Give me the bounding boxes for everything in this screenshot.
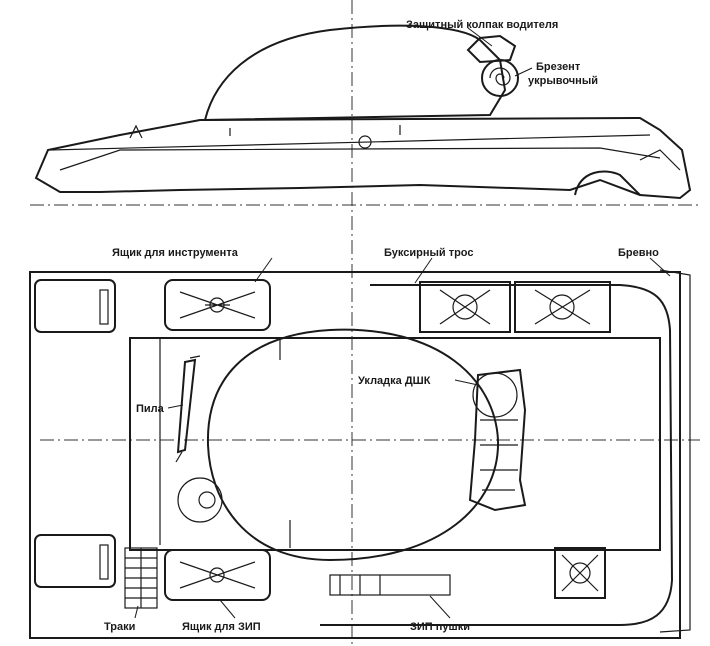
label-gun-spares: ЗИП пушки bbox=[410, 621, 470, 633]
tool-box bbox=[164, 279, 271, 331]
pad-stripe-2 bbox=[99, 544, 109, 580]
dshk-stowage bbox=[468, 368, 527, 512]
label-tow-cable: Буксирный трос bbox=[384, 247, 474, 259]
spares-box-cross bbox=[179, 561, 256, 589]
fan-circle bbox=[177, 477, 223, 523]
spares-box-hub bbox=[209, 567, 225, 583]
side-small-details bbox=[129, 124, 401, 139]
top-inner-hull bbox=[129, 337, 661, 551]
tarp-roll-spiral bbox=[489, 67, 511, 86]
side-deck-line bbox=[49, 134, 651, 151]
side-hull-outline bbox=[34, 116, 692, 200]
top-view bbox=[29, 269, 700, 639]
label-dshk-stowage: Укладка ДШК bbox=[358, 375, 431, 387]
side-view bbox=[30, 0, 700, 646]
top-right-box-1-cross bbox=[439, 289, 491, 325]
tool-box-cross bbox=[179, 291, 256, 319]
bottom-right-box-hub bbox=[569, 562, 591, 584]
internal-lines bbox=[129, 338, 291, 550]
cupola bbox=[472, 372, 518, 418]
top-right-box-2-hub bbox=[549, 294, 575, 320]
tracks-stack bbox=[124, 547, 158, 609]
gun-spares-dividers bbox=[339, 575, 381, 595]
label-tool-box: Ящик для инструмента bbox=[112, 247, 239, 259]
tarp-roll bbox=[481, 59, 519, 97]
label-tarp-line1: Брезент bbox=[536, 61, 581, 73]
top-right-box-2-cross bbox=[534, 289, 591, 325]
dshk-straps bbox=[480, 419, 518, 491]
tool-box-hub bbox=[209, 297, 225, 313]
top-right-box-2 bbox=[514, 281, 611, 333]
label-log: Бревно bbox=[618, 247, 659, 259]
log bbox=[659, 269, 691, 633]
label-tracks: Траки bbox=[104, 621, 135, 633]
top-hull-outline bbox=[29, 271, 681, 639]
bottom-right-box-cross bbox=[561, 554, 599, 592]
side-turret bbox=[203, 24, 507, 122]
gun-spares-box bbox=[329, 574, 451, 596]
tow-cable bbox=[320, 284, 674, 626]
tracks-grid bbox=[125, 548, 157, 608]
top-turret bbox=[206, 328, 500, 562]
saw-handles bbox=[175, 355, 201, 463]
front-right-track-pad bbox=[34, 534, 116, 588]
front-left-track-pad bbox=[34, 279, 116, 333]
side-log-end bbox=[639, 149, 681, 171]
top-right-box-1-hub bbox=[452, 294, 478, 320]
side-cable-coil bbox=[358, 135, 372, 149]
driver-hood bbox=[466, 34, 517, 64]
pad-stripe-1 bbox=[99, 289, 109, 325]
bottom-right-box bbox=[554, 547, 606, 599]
side-rear-wheel bbox=[574, 170, 641, 196]
top-right-box-1 bbox=[419, 281, 511, 333]
side-track-line bbox=[59, 147, 661, 171]
saw bbox=[176, 358, 197, 454]
fan-hub bbox=[198, 491, 216, 509]
label-saw: Пила bbox=[136, 403, 165, 415]
spares-box bbox=[164, 549, 271, 601]
label-spares-box: Ящик для ЗИП bbox=[182, 621, 261, 633]
leader-lines bbox=[134, 27, 671, 619]
label-tarp-line2: укрывочный bbox=[528, 75, 598, 87]
label-driver-hood: Защитный колпак водителя bbox=[406, 19, 558, 31]
